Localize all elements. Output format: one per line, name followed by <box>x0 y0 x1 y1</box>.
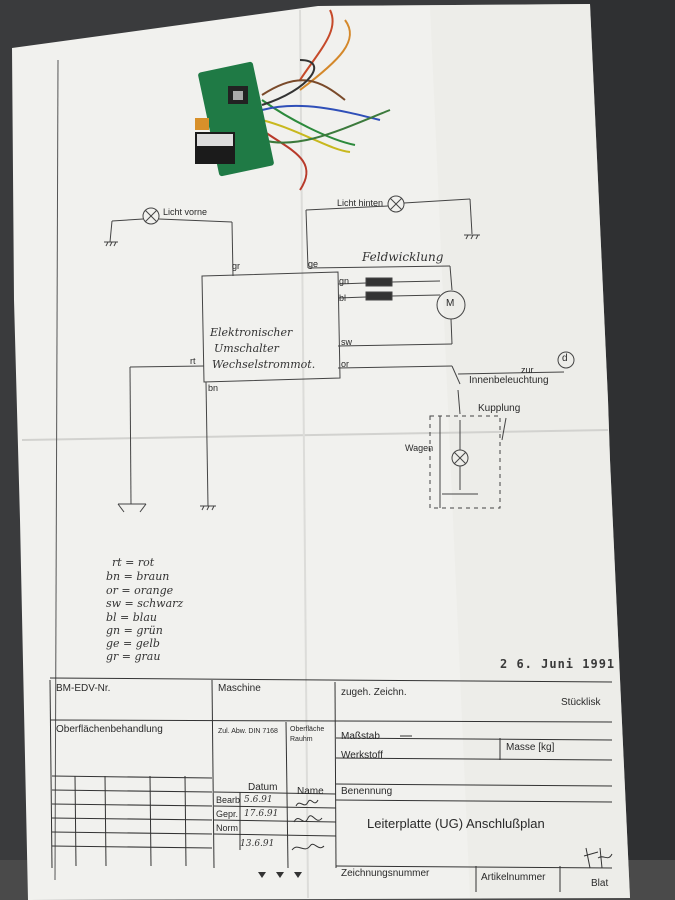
tb-oberflaeche-rauh-1: Oberfläche <box>290 726 325 733</box>
label-light-rear: Licht hinten <box>337 198 384 208</box>
tb-artikelnummer: Artikelnummer <box>481 872 546 883</box>
tb-gepr: Gepr. <box>216 809 239 819</box>
legend-entry: bn = braun <box>106 570 170 583</box>
tb-date-norm: 13.6.91 <box>240 839 275 849</box>
tb-blatt: Blat <box>591 878 609 889</box>
tb-oberflaeche-rauh-2: Rauhm <box>290 736 313 743</box>
legend-entry: rt = rot <box>112 556 155 569</box>
wire-tag-sw: sw <box>341 337 352 347</box>
tb-bearb: Bearb <box>216 795 241 805</box>
label-interior-1: zur <box>521 365 534 375</box>
tb-maschine: Maschine <box>218 683 261 694</box>
wire-tag-or: or <box>341 359 350 369</box>
tb-zugeh: zugeh. Zeichn. <box>341 687 407 698</box>
tb-datum: Datum <box>248 782 278 793</box>
legend-entry: or = orange <box>106 584 174 597</box>
rt-bn-ground-lines <box>117 365 216 513</box>
wire-tag-ge: ge <box>308 259 319 269</box>
wire-tag-gn: gn <box>339 276 350 286</box>
legend-entry: gn = grün <box>106 624 163 637</box>
tb-werkstoff: Werkstoff <box>341 750 383 761</box>
legend-entry: ge = gelb <box>106 637 160 650</box>
interior-lighting-branch <box>337 365 565 509</box>
switch-label-line1: Elektronischer <box>210 326 293 339</box>
rear-light-circuit <box>305 195 480 269</box>
legend-entry: gr = grau <box>106 650 161 663</box>
tb-masse: Masse [kg] <box>506 742 555 753</box>
tb-stueckliste: Stücklisk <box>561 697 601 708</box>
bottom-marks <box>258 872 302 878</box>
wire-tag-bn: bn <box>208 383 219 393</box>
label-field-winding: Feldwicklung <box>362 250 444 264</box>
label-wagon: Wagen <box>405 443 434 453</box>
label-interior-2: Innenbeleuchtung <box>469 375 549 386</box>
rear-light-lamp <box>387 195 405 213</box>
label-coupling: Kupplung <box>478 403 521 414</box>
tb-benennung-value: Leiterplatte (UG) Anschlußplan <box>367 816 545 831</box>
switch-label-line3: Wechselstrommot. <box>212 358 316 371</box>
legend-entry: sw = schwarz <box>106 597 184 610</box>
label-circle-ref: d <box>562 353 568 364</box>
field-winding-motor <box>307 265 466 347</box>
tb-bm-edv: BM-EDV-Nr. <box>56 683 111 694</box>
tb-oberflaeche: Oberflächenbehandlung <box>56 724 163 735</box>
switch-label-line2: Umschalter <box>214 342 279 355</box>
label-light-front: Licht vorne <box>163 207 208 217</box>
tb-date-gepr: 17.6.91 <box>244 809 279 819</box>
tb-name: Name <box>297 786 324 797</box>
wire-tag-rt: rt <box>190 356 196 366</box>
pcb-board-with-wires <box>195 9 391 191</box>
electronic-switch-box <box>201 271 341 383</box>
date-stamp: 2 6. Juni 1991 <box>500 657 616 671</box>
tb-zul-abw: Zul. Abw. DIN 7168 <box>218 728 278 735</box>
front-light-lamp <box>142 207 160 225</box>
label-motor: M <box>446 298 455 309</box>
title-block-grid <box>49 677 613 892</box>
front-light-circuit <box>104 207 234 277</box>
wire-tag-gr: gr <box>232 261 241 271</box>
wire-tag-bl: bl <box>339 293 347 303</box>
tb-norm: Norm <box>216 823 238 833</box>
tb-massstab: Maßstab <box>341 731 380 742</box>
legend-entry: bl = blau <box>106 611 157 624</box>
tb-zeichnungsnummer: Zeichnungsnummer <box>341 868 430 879</box>
circle-reference <box>557 351 575 369</box>
tb-benennung: Benennung <box>341 786 393 797</box>
signatures <box>291 799 613 869</box>
tb-date-bearb: 5.6.91 <box>244 795 273 805</box>
